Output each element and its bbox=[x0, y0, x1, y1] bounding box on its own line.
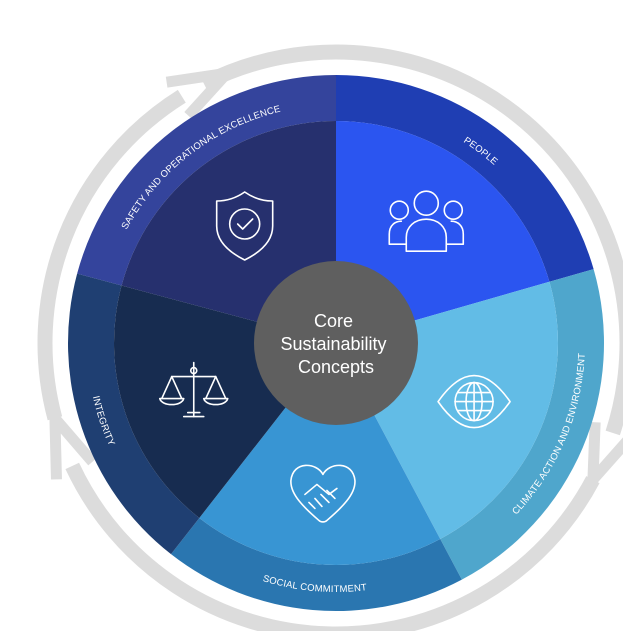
cycle-arrow-icon bbox=[586, 422, 623, 495]
heart-handshake-icon bbox=[290, 464, 356, 523]
center-hub: Core Sustainability Concepts bbox=[254, 261, 418, 425]
segment-inner-wedge bbox=[199, 343, 441, 565]
cycle-arrow-icon bbox=[49, 403, 97, 480]
segment-outer-band bbox=[440, 269, 604, 580]
segment-outer-band bbox=[77, 75, 336, 286]
justice-scale-icon bbox=[158, 361, 229, 418]
globe-eye-icon bbox=[437, 374, 511, 429]
cycle-ring-arc bbox=[200, 44, 623, 436]
svg-text:Core Sustainability: Core Sustainability Concepts bbox=[280, 311, 391, 377]
people-group-icon bbox=[388, 190, 465, 253]
center-line-2: Sustainability bbox=[280, 334, 386, 354]
cycle-arrow-icon bbox=[165, 65, 242, 120]
shield-check-icon bbox=[215, 191, 274, 261]
center-line-3: Concepts bbox=[298, 357, 374, 377]
cycle-ring-arc bbox=[37, 89, 186, 421]
segment-icons bbox=[158, 190, 511, 523]
center-line-1: Core bbox=[314, 311, 353, 331]
segment-outer-band bbox=[171, 517, 462, 611]
segment-outer-band bbox=[67, 273, 200, 555]
center-circle bbox=[254, 261, 418, 425]
segment-outer-band bbox=[336, 75, 594, 282]
